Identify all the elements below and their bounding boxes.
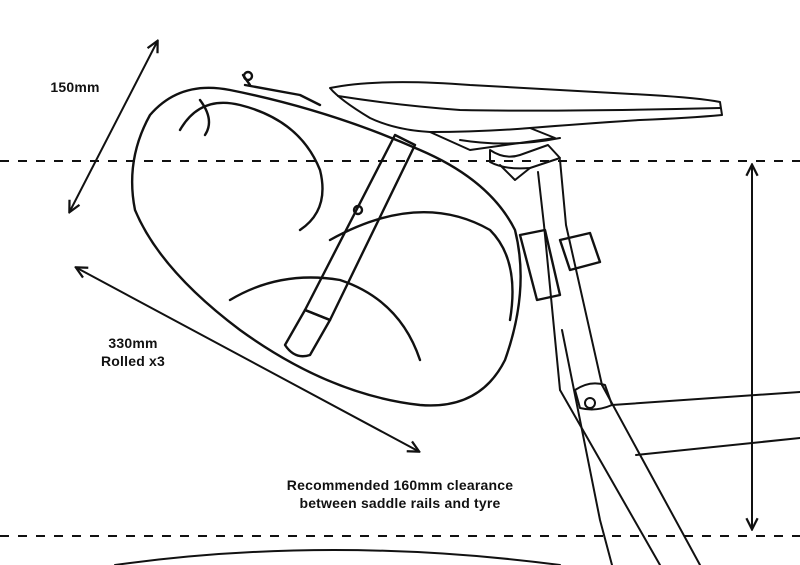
length-dimension-arrow xyxy=(77,268,418,451)
bag-length-label: 330mm Rolled x3 xyxy=(88,334,178,370)
bag-length-value: 330mm xyxy=(108,335,158,351)
bag-width-label: 150mm xyxy=(50,79,100,95)
tyre-icon xyxy=(114,549,561,565)
bag-length-note: Rolled x3 xyxy=(100,353,166,369)
clearance-line-1: Recommended 160mm clearance xyxy=(286,477,514,493)
seatpost-icon xyxy=(537,159,613,411)
bike-frame-icon xyxy=(559,329,800,565)
width-dimension-arrow xyxy=(70,42,157,211)
clearance-label: Recommended 160mm clearance between sadd… xyxy=(250,476,550,512)
saddle-bag-icon xyxy=(130,70,602,407)
saddle-icon xyxy=(329,81,723,151)
clearance-line-2: between saddle rails and tyre xyxy=(299,495,501,511)
seatpost-clamp-icon xyxy=(489,144,561,181)
